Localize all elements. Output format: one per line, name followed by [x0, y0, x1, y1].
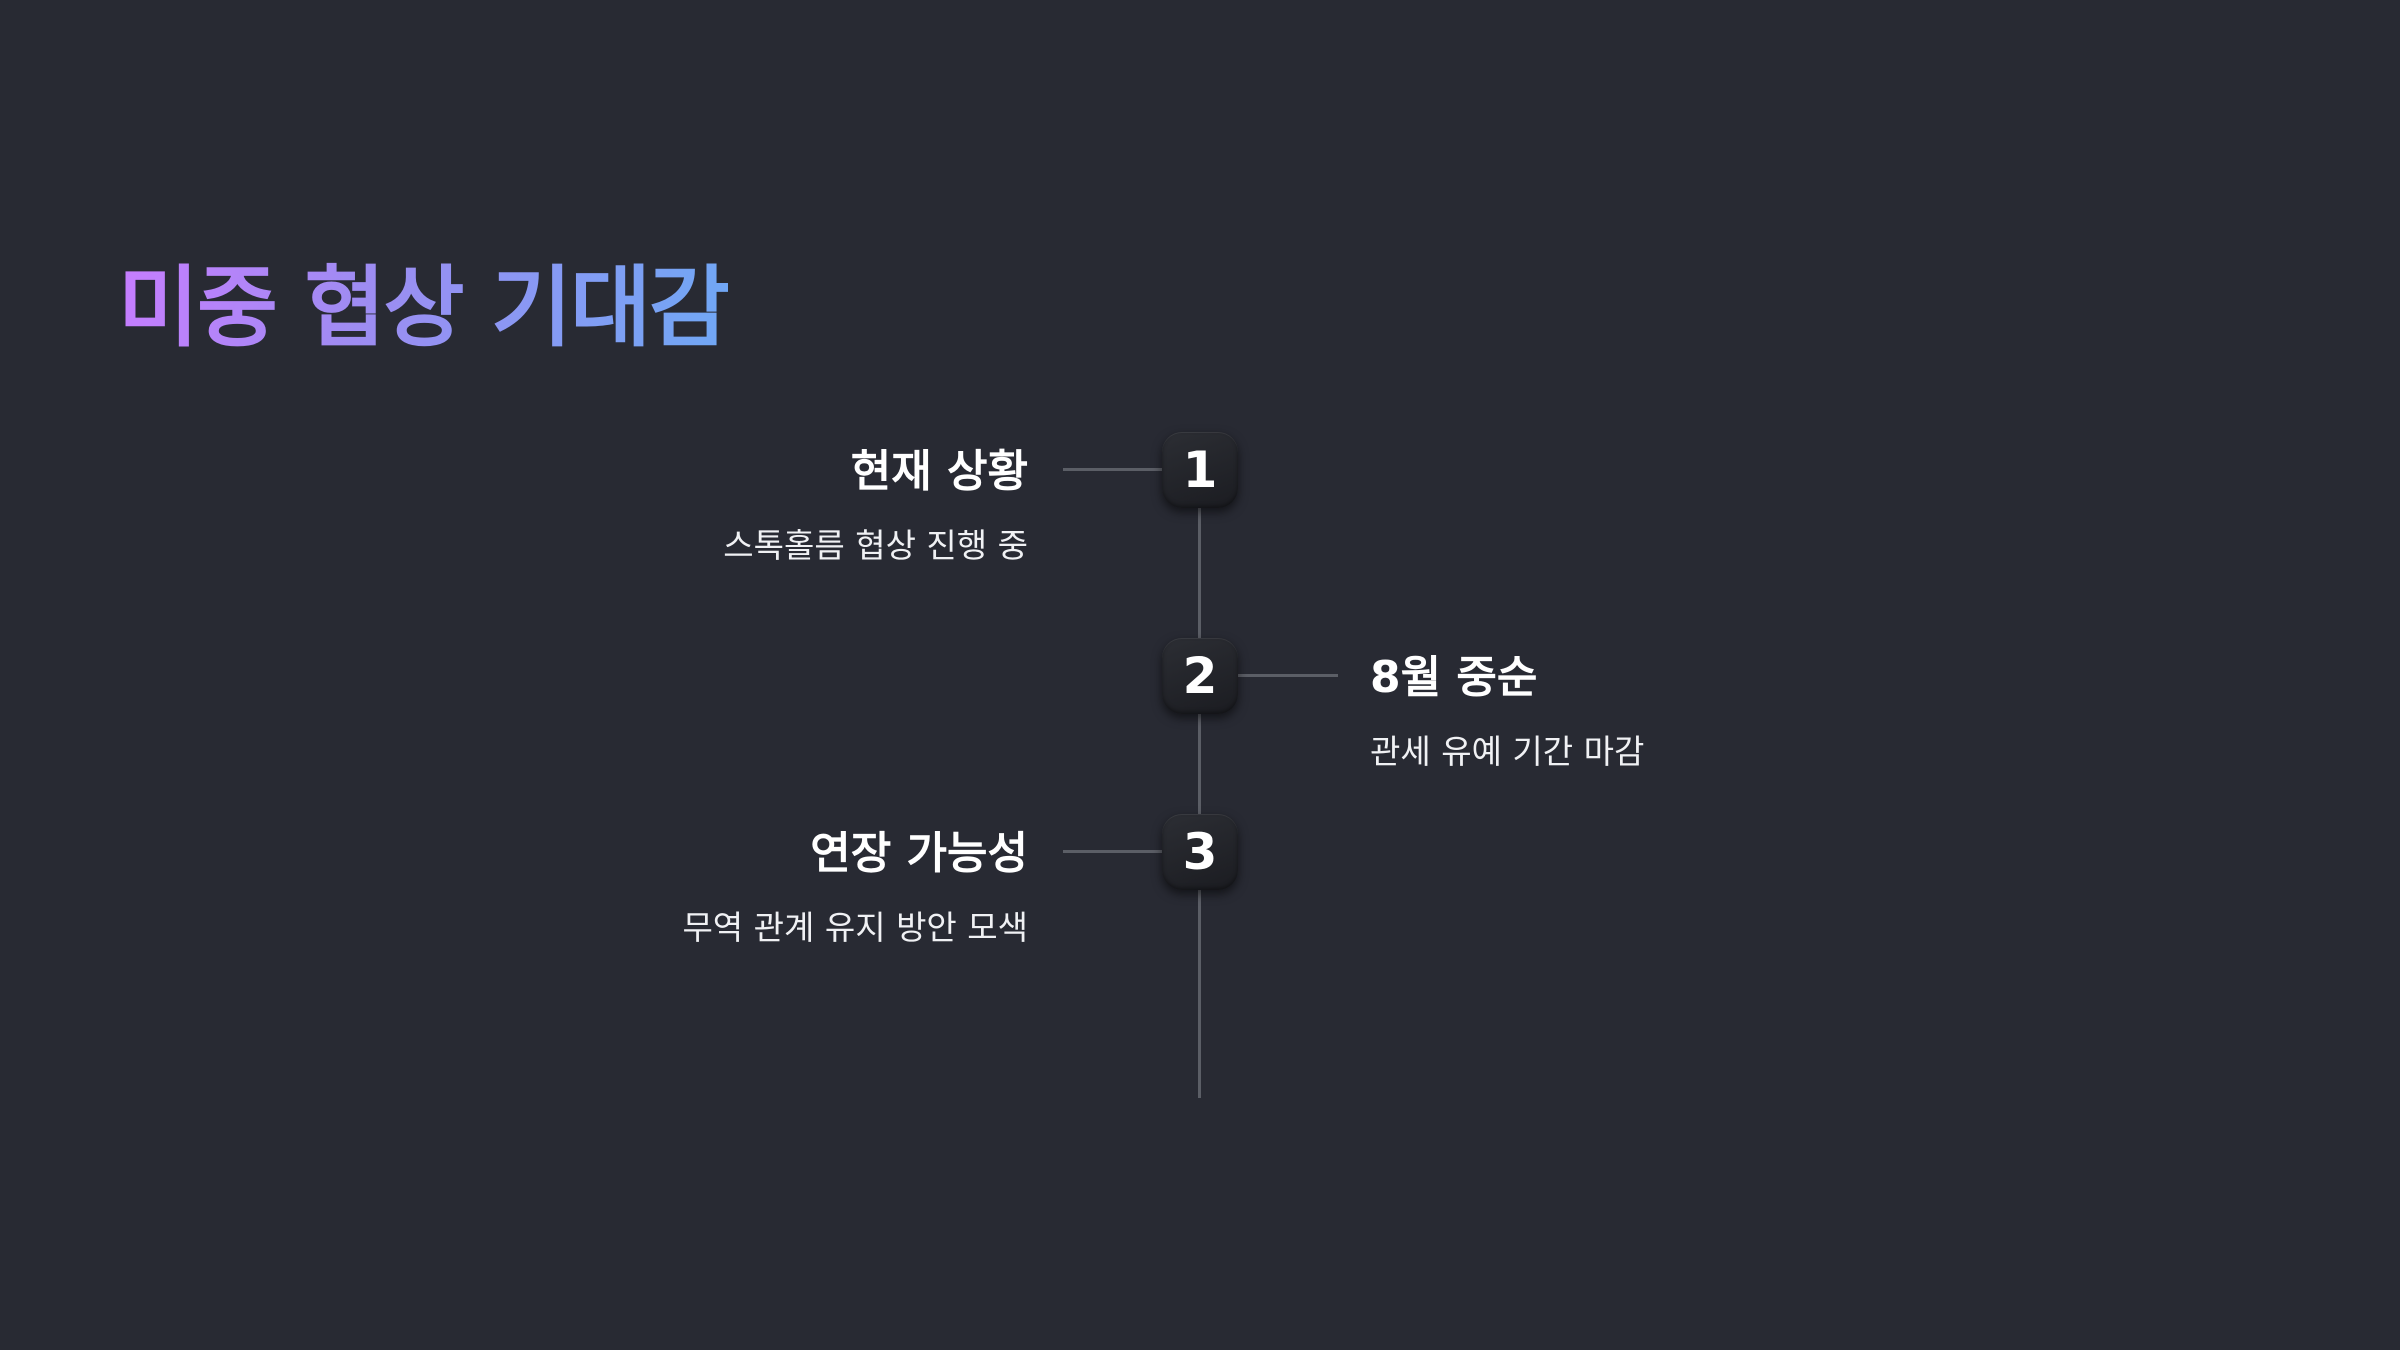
slide-title: 미중 협상 기대감 — [118, 248, 730, 368]
timeline-connector — [1063, 468, 1163, 471]
item-title: 8월 중순 — [1370, 652, 1538, 703]
timeline-connector — [1238, 674, 1338, 677]
item-description: 스톡홀름 협상 진행 중 — [723, 526, 1028, 565]
item-description: 무역 관계 유지 방안 모색 — [682, 908, 1028, 947]
timeline-line — [1198, 470, 1201, 1098]
step-badge: 1 — [1162, 432, 1238, 508]
timeline-connector — [1063, 850, 1163, 853]
item-title: 현재 상황 — [850, 446, 1028, 497]
step-badge: 2 — [1162, 638, 1238, 714]
step-badge: 3 — [1162, 814, 1238, 890]
item-title: 연장 가능성 — [810, 828, 1028, 879]
item-description: 관세 유예 기간 마감 — [1370, 732, 1645, 771]
